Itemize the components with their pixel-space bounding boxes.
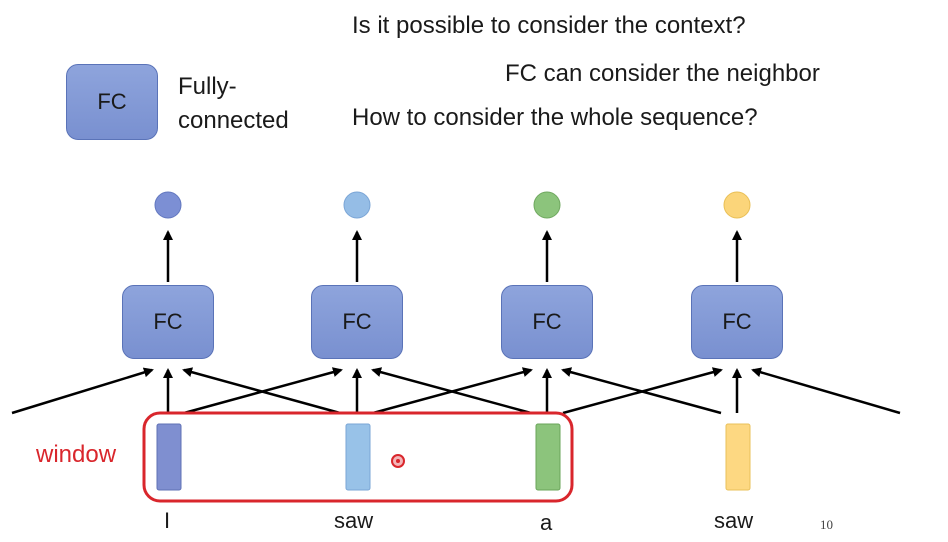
note-fc-neighbor: FC can consider the neighbor — [505, 60, 820, 87]
word-4: saw — [714, 508, 754, 533]
fc-box-2-label: FC — [342, 309, 372, 334]
legend-text-line1: Fully- — [178, 73, 237, 100]
output-circle-4 — [723, 191, 751, 219]
question-context: Is it possible to consider the context? — [352, 12, 746, 39]
word-2: saw — [334, 508, 374, 533]
fc-box-4-label: FC — [722, 309, 752, 334]
word-3: a — [540, 510, 553, 535]
window-label: window — [36, 441, 117, 468]
arrow-in-left-fc1 — [11, 367, 154, 415]
fc-box-3: FC — [501, 285, 593, 359]
arrow-in-vec3-fc4 — [562, 367, 723, 415]
legend-fc-box: FC — [66, 64, 158, 140]
arrow-in-right-fc4 — [751, 367, 901, 415]
arrow-in-vec2-fc3 — [372, 367, 533, 415]
output-circle-3 — [533, 191, 561, 219]
page-number: 10 — [820, 517, 833, 532]
legend-fc-label: FC — [97, 89, 127, 114]
output-circle-2 — [343, 191, 371, 219]
fc-box-4: FC — [691, 285, 783, 359]
arrow-in-vec1-fc2 — [183, 367, 343, 415]
input-vector-4 — [725, 423, 751, 491]
cursor-dot-center — [396, 459, 400, 463]
fc-box-2: FC — [311, 285, 403, 359]
word-1: I — [164, 508, 171, 533]
fc-box-3-label: FC — [532, 309, 562, 334]
legend-text-line2: connected — [178, 107, 289, 134]
question-whole-sequence: How to consider the whole sequence? — [352, 104, 758, 131]
input-vector-3 — [535, 423, 561, 491]
fc-box-1-label: FC — [153, 309, 183, 334]
input-vector-1 — [156, 423, 182, 491]
input-vector-2 — [345, 423, 371, 491]
output-circle-1 — [154, 191, 182, 219]
fc-box-1: FC — [122, 285, 214, 359]
window-highlight — [142, 411, 574, 503]
